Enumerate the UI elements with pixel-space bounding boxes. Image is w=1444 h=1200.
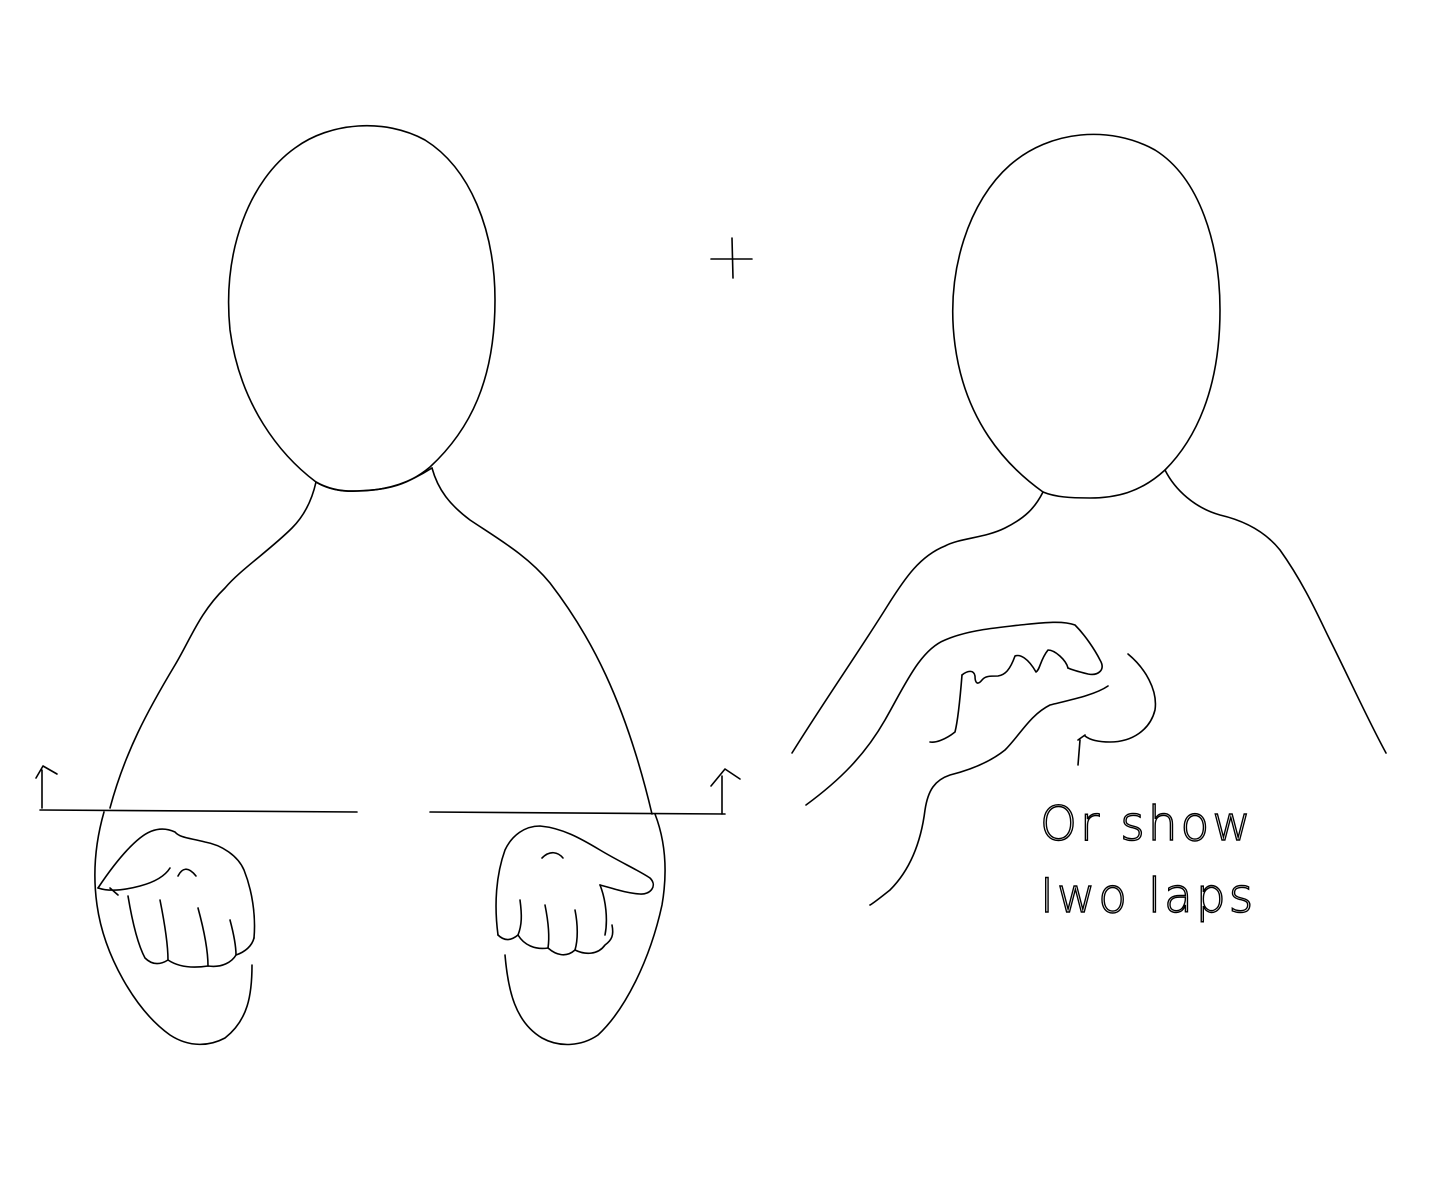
plus-sign-icon <box>710 237 753 279</box>
left-body-right-side <box>431 467 653 815</box>
right-fist <box>495 813 666 1046</box>
right-body-right-side <box>1164 469 1387 754</box>
caption-line-2: Iwo laps <box>1040 869 1256 924</box>
left-base-line-a <box>39 809 358 813</box>
left-base-line-b <box>429 811 726 815</box>
caption: Or show Iwo laps <box>1039 796 1256 924</box>
figure-right <box>791 133 1387 906</box>
left-arrow-up-icon <box>35 765 58 809</box>
left-head <box>227 124 496 492</box>
left-collar <box>315 467 433 493</box>
circling-hand <box>805 621 1157 906</box>
right-head <box>952 133 1221 499</box>
right-body-left-side <box>791 491 1044 754</box>
caption-line-1: Or show <box>1040 797 1254 852</box>
right-arrow-up-icon <box>710 768 741 815</box>
left-body-left-side <box>109 481 317 809</box>
circular-arrow-icon <box>1084 653 1157 743</box>
left-fist <box>93 811 256 1046</box>
figure-left <box>35 124 741 1046</box>
